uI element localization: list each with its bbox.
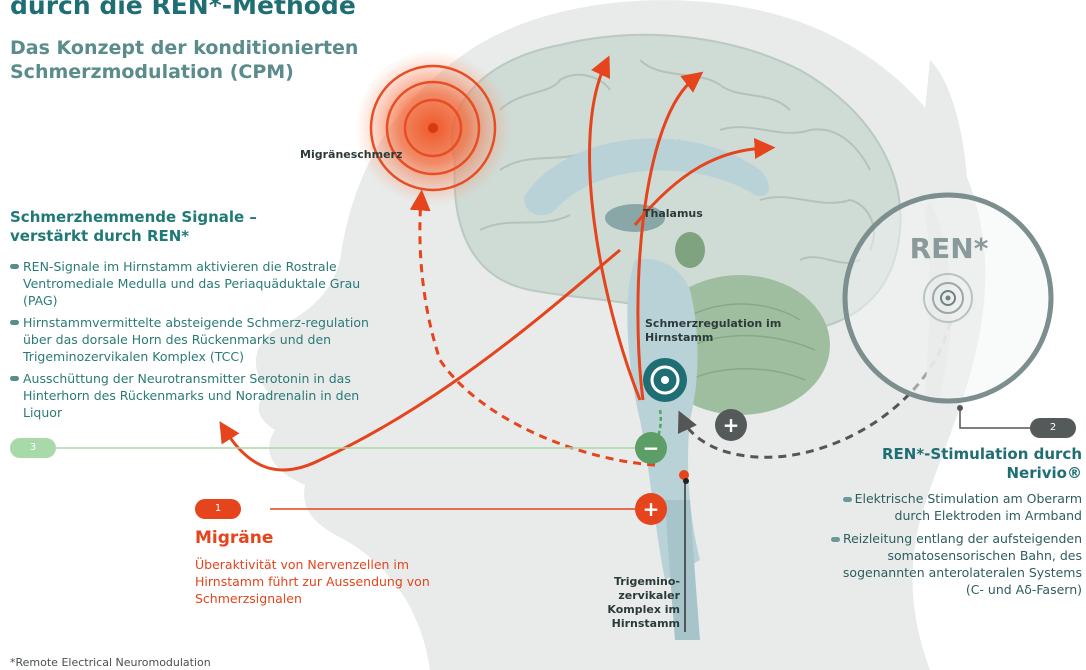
stimulation-bullet: Reizleitung entlang der aufsteigenden so… [824, 530, 1082, 598]
migraine-heading: Migräne [195, 528, 273, 548]
footnote: *Remote Electrical Neuromodulation [10, 656, 211, 669]
bullet-dot [831, 537, 840, 542]
step-badge-2: 2 [1030, 418, 1076, 438]
label-brainstem-regulation: Schmerzregulation im Hirnstamm [645, 317, 785, 345]
step-badge-1: 1 [195, 499, 241, 519]
stimulation-bullet-text: Elektrische Stimulation am Oberarm durch… [855, 491, 1082, 523]
inhibiting-bullet: Hirnstammvermittelte absteigende Schmerz… [10, 314, 390, 365]
inhibiting-heading: Schmerzhemmende Signale – verstärkt durc… [10, 208, 340, 246]
hypothalamus-shape [675, 232, 705, 268]
connector-dot-2 [957, 405, 963, 411]
stimulation-bullet-text: Reizleitung entlang der aufsteigenden so… [843, 531, 1082, 597]
connector-line-2 [960, 408, 1040, 428]
page-title: durch die REN*-Methode [10, 0, 356, 20]
migraine-text: Überaktivität von Nervenzellen im Hirnst… [195, 556, 460, 607]
ren-plus-symbol: + [715, 413, 747, 437]
bullet-dot [843, 497, 852, 502]
stimulation-bullet: Elektrische Stimulation am Oberarm durch… [824, 490, 1082, 524]
stimulation-bullets: Elektrische Stimulation am Oberarm durch… [824, 490, 1082, 604]
plus-symbol: + [635, 497, 667, 521]
step-badge-3: 3 [10, 438, 56, 458]
label-migraine-pain: Migräneschmerz [300, 148, 402, 162]
tcc-black-dot [683, 478, 689, 484]
inhibiting-bullet: REN-Signale im Hirnstamm aktivieren die … [10, 258, 390, 309]
page-subtitle: Das Konzept der konditionierten Schmerzm… [10, 36, 430, 84]
label-thalamus: Thalamus [643, 207, 703, 221]
stimulation-heading: REN*-Stimulation durch Nerivio® [876, 445, 1082, 483]
ren-circle-label: REN* [899, 232, 999, 265]
inhibiting-bullets: REN-Signale im Hirnstamm aktivieren die … [10, 258, 390, 426]
minus-symbol: − [635, 436, 667, 460]
label-tcc: Trigemino-zervikaler Komplex im Hirnstam… [585, 575, 680, 631]
ren-stim-dot [946, 296, 951, 301]
inhibiting-bullet: Ausschüttung der Neurotransmitter Seroto… [10, 370, 390, 421]
pain-center-dot [428, 123, 438, 133]
brainstem-target-dot [661, 376, 669, 384]
